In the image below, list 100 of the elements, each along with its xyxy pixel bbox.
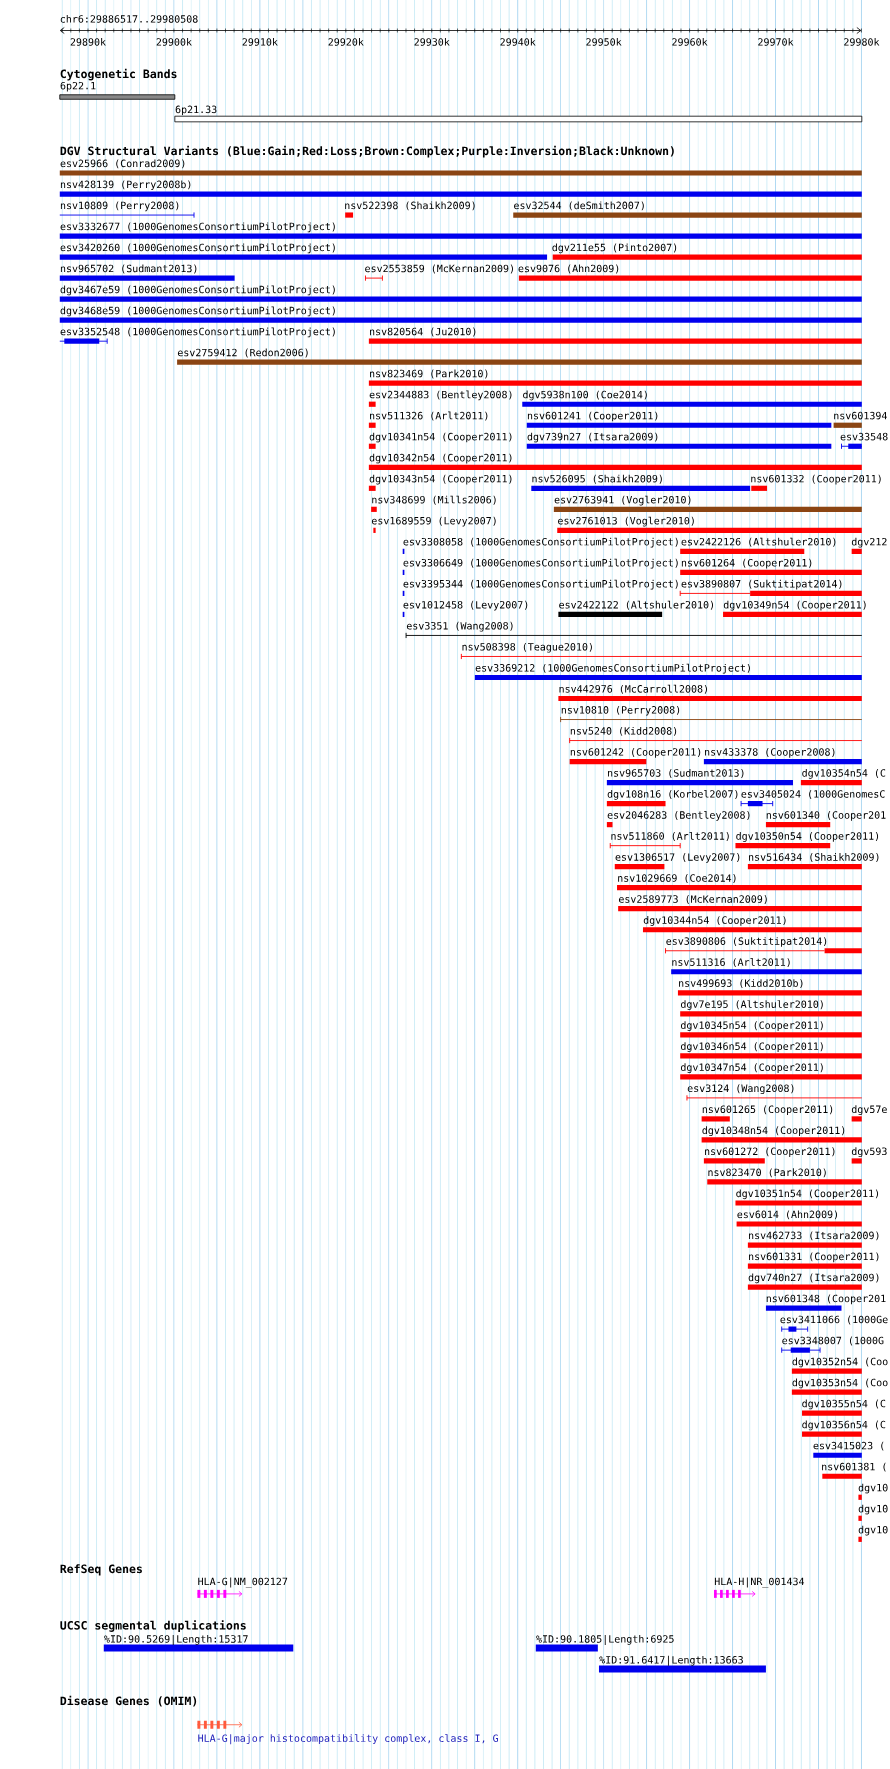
- node-label: esv2422122 (Altshuler2010): [559, 600, 713, 610]
- variant-bar: esv3405024 (1000GenomesC: [740, 790, 885, 807]
- tick-label: 29950k: [586, 38, 622, 46]
- variant-bar: dgv740n27 (Itsara2009): [747, 1273, 879, 1290]
- variant-bar: dgv10356n54 (C: [802, 1420, 886, 1437]
- variant-bar: esv1012458 (Levy2007): [402, 600, 528, 618]
- variant-bar: nsv601242 (Cooper2011): [569, 748, 701, 765]
- node-label: nsv601340 (Cooper201: [766, 811, 886, 821]
- node-label: nsv1029669 (Coe2014): [618, 874, 736, 884]
- tick-label: 29980k: [844, 38, 880, 46]
- node-label: dgv10349n54 (Cooper2011): [723, 600, 866, 611]
- node-label: esv25966 (Conrad2009): [60, 159, 185, 169]
- node-label: esv3420260 (1000GenomesConsortiumPilotProject): [60, 243, 335, 254]
- tick-label: 29960k: [672, 38, 708, 46]
- variant-bar: nsv601331 (Cooper2011): [747, 1252, 879, 1269]
- tick-label: 29970k: [758, 38, 794, 46]
- node-label: esv9076 (Ahn2009): [518, 264, 619, 274]
- variant-bar: dgv211e55 (Pinto2007): [552, 243, 862, 260]
- variant-bar: dgv10348n54 (Cooper2011): [701, 1126, 862, 1143]
- variant-bar: dgv108n16 (Korbel2007): [606, 789, 738, 807]
- variant-bar: esv2763941 (Vogler2010): [553, 495, 862, 512]
- node-label: dgv10355n54 (C: [802, 1399, 886, 1410]
- node-label: esv3890806 (Suktitipat2014): [666, 937, 827, 947]
- node-label: nsv601272 (Cooper2011): [705, 1147, 835, 1158]
- axis-title: chr6:29886517..29980508: [60, 15, 198, 23]
- node-label: nsv601241 (Cooper2011): [527, 411, 658, 422]
- variant-bar: dgv10355n54 (C: [802, 1399, 886, 1416]
- node-label: dgv10: [858, 1483, 888, 1494]
- variant-bar: nsv511316 (Arlt2011): [671, 958, 862, 975]
- variant-bar: nsv820564 (Ju2010): [368, 327, 862, 344]
- variant-bar: esv2422122 (Altshuler2010): [558, 600, 713, 618]
- node-label: nsv433378 (Cooper2008): [705, 747, 835, 758]
- gene-model: HLA-G|major histocompatibility complex, class I, G: [197, 1720, 498, 1745]
- node-label: nsv348699 (Mills2006): [372, 495, 496, 505]
- variant-bar: esv3890806 (Suktitipat2014): [665, 937, 862, 954]
- node-label: nsv601331 (Cooper2011): [749, 1252, 879, 1263]
- variant-bar: esv3306649 (1000GenomesConsortiumPilotProject): [402, 558, 678, 575]
- variant-bar: esv3332677 (1000GenomesConsortiumPilotProject): [59, 222, 862, 239]
- variant-bar: esv3395344 (1000GenomesConsortiumPilotProject): [402, 579, 678, 596]
- node-label: esv3308058 (1000GenomesConsortiumPilotProject): [403, 537, 678, 548]
- variant-bar: nsv433378 (Cooper2008): [703, 748, 862, 765]
- node-label: nsv526095 (Shaikh2009): [532, 474, 662, 484]
- node-label: esv3352548 (1000GenomesConsortiumPilotProject): [60, 327, 335, 338]
- variant-bar: nsv601348 (Cooper201: [765, 1294, 886, 1311]
- variant-bar: nsv601394: [833, 411, 887, 428]
- variant-bar: dgv10349n54 (Cooper2011): [723, 600, 866, 618]
- variant-bar: dgv3467e59 (1000GenomesConsortiumPilotProject): [59, 285, 862, 302]
- variant-bar: nsv965702 (Sudmant2013): [59, 264, 235, 281]
- track-heading: Disease Genes (OMIM): [60, 1695, 197, 1707]
- variant-bar: nsv499693 (Kidd2010b): [677, 979, 862, 996]
- variant-bar: esv3124 (Wang2008): [686, 1084, 863, 1101]
- variant-bar: nsv601241 (Cooper2011): [526, 411, 832, 428]
- node-label: esv3415023 (: [813, 1441, 884, 1451]
- variant-bar: nsv601340 (Cooper201: [765, 811, 886, 828]
- node-label: dgv10342n54 (Cooper2011): [369, 453, 512, 464]
- variant-bar: dgv3468e59 (1000GenomesConsortiumPilotProject): [59, 306, 862, 323]
- variant-bar: nsv5240 (Kidd2008): [569, 726, 863, 744]
- node-label: esv3395344 (1000GenomesConsortiumPilotProject): [403, 579, 678, 590]
- gene-model: HLA-G|NM_002127: [197, 1577, 288, 1598]
- track-heading: RefSeq Genes: [60, 1564, 142, 1576]
- variant-bar: esv32544 (deSmith2007): [513, 201, 862, 218]
- variant-bar: dgv10: [858, 1483, 888, 1500]
- node-label: nsv965702 (Sudmant2013): [60, 264, 197, 274]
- node-label: nsv601332 (Cooper2011): [751, 474, 881, 485]
- node-label: dgv10354n54 (C: [802, 768, 886, 779]
- node-label: nsv965703 (Sudmant2013): [608, 768, 744, 778]
- node-label: esv2344883 (Bentley2008): [369, 390, 512, 401]
- variant-bar: dgv10341n54 (Cooper2011): [368, 432, 512, 449]
- node-label: dgv10345n54 (Cooper2011): [680, 1021, 823, 1031]
- variant-bar: esv3351 (Wang2008): [405, 621, 863, 639]
- variant-bar: dgv57e: [851, 1105, 887, 1122]
- node-label: esv3405024 (1000GenomesC: [741, 790, 885, 799]
- variant-bar: nsv601265 (Cooper2011): [701, 1105, 833, 1122]
- variant-bar: esv3420260 (1000GenomesConsortiumPilotProject): [59, 243, 548, 260]
- node-label: dgv10341n54 (Cooper2011): [369, 432, 512, 443]
- variant-bar: esv2046283 (Bentley2008): [606, 811, 750, 828]
- variant-bar: dgv10350n54 (Cooper2011): [735, 832, 879, 849]
- variant-bar: esv2422126 (Altshuler2010): [680, 537, 836, 554]
- node-label: esv2046283 (Bentley2008): [607, 810, 750, 821]
- tick-label: 29890k: [70, 38, 106, 46]
- node-label: dgv10350n54 (Cooper2011): [736, 832, 879, 842]
- variant-bar: esv2344883 (Bentley2008): [368, 390, 512, 407]
- node-label: dgv3468e59 (1000GenomesConsortiumPilotProject): [60, 306, 335, 317]
- node-label: dgv10348n54 (Cooper2011): [702, 1126, 845, 1137]
- node-label: dgv10: [858, 1504, 888, 1515]
- variant-bar: nsv508398 (Teague2010): [460, 642, 863, 660]
- node-label: HLA-G|NM_002127: [198, 1577, 288, 1588]
- duplication-bar: %ID:90.1805|Length:6925: [535, 1634, 674, 1652]
- node-label: dgv10353n54 (Coo: [792, 1378, 888, 1389]
- node-label: nsv601381 (: [822, 1462, 886, 1472]
- cytoband-bar: 6p22.1: [59, 81, 176, 100]
- variant-bar: dgv7e195 (Altshuler2010): [680, 1000, 862, 1017]
- tick-label: 29940k: [500, 38, 536, 46]
- variant-bar: nsv965703 (Sudmant2013): [606, 769, 793, 786]
- node-label: esv1689559 (Levy2007): [371, 516, 496, 527]
- tick-label: 29900k: [156, 38, 192, 46]
- node-label: dgv740n27 (Itsara2009): [748, 1273, 879, 1284]
- node-label: esv2763941 (Vogler2010): [554, 495, 691, 506]
- node-label: dgv7e195 (Altshuler2010): [680, 1000, 823, 1010]
- node-label: nsv601242 (Cooper2011): [570, 747, 701, 758]
